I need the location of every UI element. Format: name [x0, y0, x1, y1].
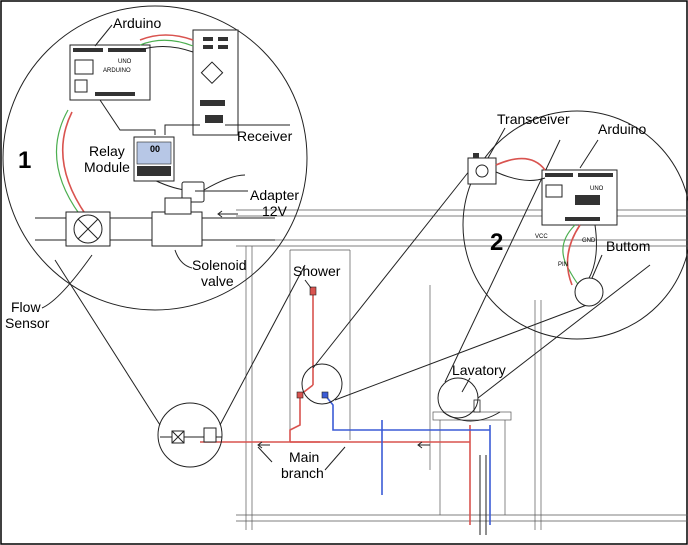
arduino-board-2: UNO — [541, 169, 618, 226]
label-solenoid-line2: valve — [201, 273, 234, 289]
label-number-1: 1 — [18, 147, 31, 174]
zoom-connectors — [54, 139, 651, 426]
pipes — [200, 286, 501, 535]
label-main-branch: Main branch — [281, 449, 324, 481]
label-button: Buttom — [606, 238, 650, 254]
label-adapter: Adapter 12V — [250, 187, 303, 219]
label-arduino-1: Arduino — [113, 15, 161, 31]
arduino-board-1: UNO ARDUINO — [69, 44, 151, 101]
label-relay-line1: Relay — [89, 143, 125, 159]
label-shower: Shower — [293, 263, 341, 279]
label-vcc: VCC — [535, 234, 548, 240]
label-adapter-line2: 12V — [262, 203, 288, 219]
detail-circle-1 — [2, 5, 308, 311]
svg-text:UNO: UNO — [118, 59, 132, 65]
label-flow-line2: Sensor — [5, 315, 50, 331]
adapter — [181, 174, 246, 203]
relay-module: 00 — [133, 136, 175, 182]
svg-text:ARDUINO: ARDUINO — [103, 68, 131, 74]
label-adapter-line1: Adapter — [250, 187, 299, 203]
transceiver-module — [467, 153, 497, 185]
label-number-2: 2 — [490, 229, 503, 256]
flow-sensor-mini — [160, 427, 222, 444]
label-lavatory: Lavatory — [452, 362, 506, 378]
label-gnd: GND — [582, 238, 596, 244]
zoom-circle-small-1 — [157, 402, 223, 468]
label-relay-line2: Module — [84, 159, 130, 175]
push-button — [574, 277, 604, 307]
svg-text:UNO: UNO — [590, 186, 604, 192]
label-solenoid: Solenoid valve — [192, 257, 250, 289]
svg-text:00: 00 — [150, 144, 160, 154]
label-flow-sensor: Flow Sensor — [5, 299, 50, 331]
label-solenoid-line1: Solenoid — [192, 257, 247, 273]
label-relay-module: Relay Module — [84, 143, 130, 175]
detail-circle-2 — [462, 110, 688, 340]
receiver-module — [192, 29, 239, 136]
label-arduino-2: Arduino — [598, 121, 646, 137]
label-main-line2: branch — [281, 465, 324, 481]
label-transceiver: Transceiver — [497, 111, 570, 127]
zoom-circle-small-shower — [301, 363, 343, 405]
label-flow-line1: Flow — [11, 299, 41, 315]
label-main-line1: Main — [289, 449, 319, 465]
label-receiver: Receiver — [237, 128, 293, 144]
pipe-assembly-1 — [35, 197, 275, 247]
label-pin: PIN — [558, 262, 568, 268]
